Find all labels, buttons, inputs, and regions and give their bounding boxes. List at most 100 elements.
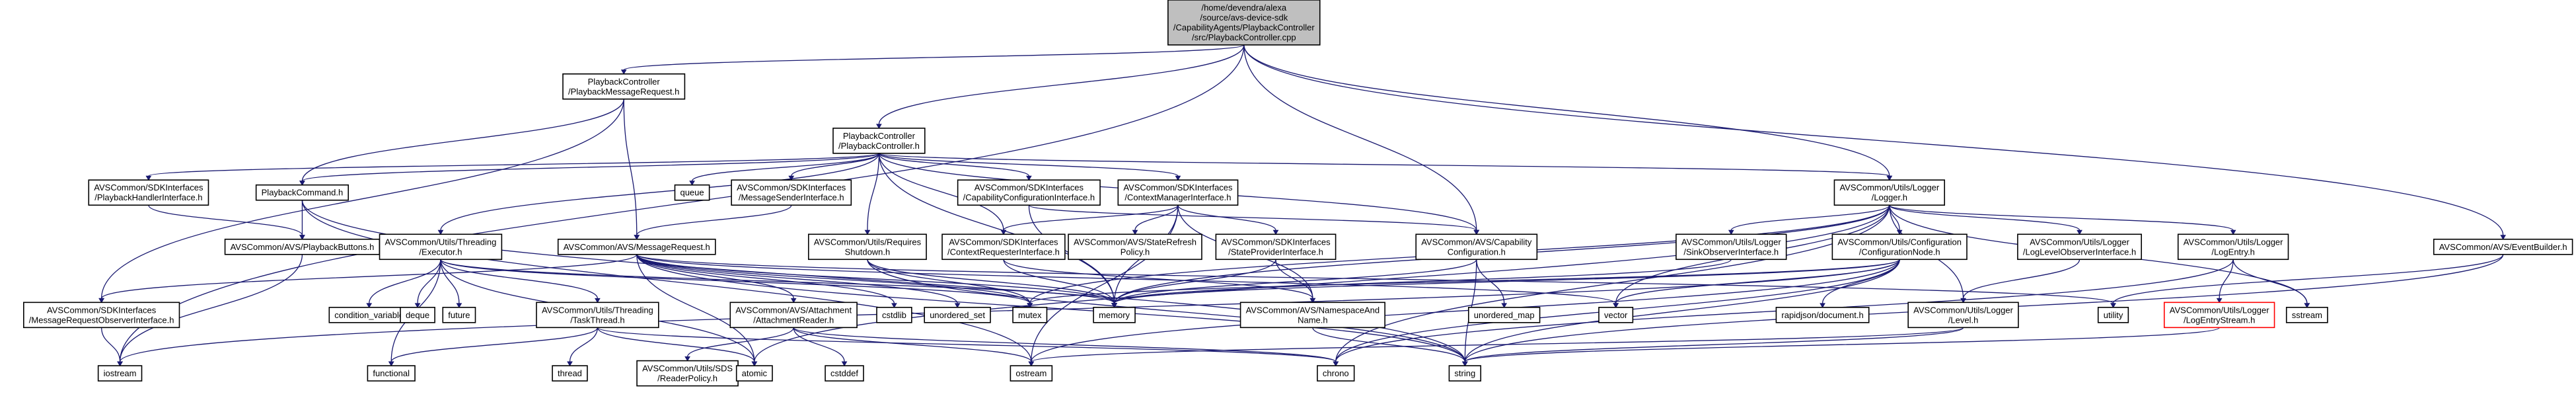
edge-arrowhead	[864, 229, 871, 235]
edge-arrowhead	[620, 69, 627, 75]
node-mutex: mutex	[1012, 307, 1048, 323]
node-memory: memory	[1093, 307, 1136, 323]
edge-mr-to-cstdlib	[636, 254, 895, 304]
node-label-line: AVSCommon/AVS/PlaybackButtons.h	[231, 242, 375, 252]
edge-arrowhead	[388, 361, 394, 367]
edge-tt-to-thread	[569, 327, 599, 362]
edge-logger-to-atomic	[754, 205, 1890, 362]
node-msi[interactable]: AVSCommon/SDKInterfaces/MessageSenderInt…	[731, 179, 852, 206]
node-cri[interactable]: AVSCommon/SDKInterfaces/ContextRequester…	[941, 233, 1066, 261]
node-level[interactable]: AVSCommon/Utils/Logger/Level.h	[1907, 302, 2019, 329]
node-box	[1448, 365, 1482, 382]
node-label-line: AVSCommon/Utils/Logger	[2030, 237, 2129, 247]
node-label-line: PlaybackCommand.h	[262, 188, 344, 198]
node-label-line: AVSCommon/AVS/Capability	[1421, 237, 1532, 247]
node-pmr[interactable]: PlaybackController/PlaybackMessageReques…	[562, 73, 686, 100]
node-label-line: AVSCommon/Utils/Configuration	[1837, 237, 1962, 247]
node-label-line: /source/avs-device-sdk	[1200, 13, 1288, 22]
edge-arrowhead	[117, 361, 123, 367]
node-label-line: AVSCommon/AVS/EventBuilder.h	[2439, 242, 2567, 252]
node-label-line: AVSCommon/SDKInterfaces	[1221, 237, 1331, 247]
node-cci[interactable]: AVSCommon/SDKInterfaces/CapabilityConfig…	[957, 179, 1101, 206]
edge-arrowhead	[2077, 229, 2082, 235]
node-label-line: PlaybackController	[588, 77, 661, 87]
edge-arrowhead	[1960, 298, 1966, 304]
edge-arrowhead	[1027, 303, 1033, 308]
node-box	[1907, 302, 2019, 329]
edge-mr-to-mroi	[100, 254, 638, 299]
edge-soi-to-memory	[1113, 259, 1732, 304]
node-label-line: sstream	[2292, 310, 2322, 320]
node-label-line: /Logger.h	[1872, 192, 1907, 202]
edge-pc-to-memory	[878, 153, 1115, 304]
edge-rs-to-memory	[867, 259, 1115, 304]
node-label-line: Configuration.h	[1448, 247, 1506, 257]
node-spi[interactable]: AVSCommon/SDKInterfaces/StateProviderInt…	[1215, 233, 1337, 261]
edge-arrowhead	[1473, 229, 1480, 235]
edge-pc-to-pcmd	[301, 153, 880, 182]
node-iostream: iostream	[97, 365, 143, 382]
edge-att-to-sds	[686, 327, 794, 357]
node-soi[interactable]: AVSCommon/Utils/Logger/SinkObserverInter…	[1675, 233, 1787, 261]
node-label-line: memory	[1099, 310, 1130, 320]
edge-cmi-to-srp	[1134, 205, 1179, 231]
edge-cfgnode-to-memory	[1113, 259, 1900, 304]
node-label-line: Policy.h	[1121, 247, 1150, 257]
node-box	[557, 238, 716, 255]
node-label-line: /Level.h	[1948, 315, 1979, 325]
node-box	[552, 365, 588, 382]
edge-nsn-to-string	[1312, 327, 1465, 362]
node-atomic: atomic	[735, 365, 773, 382]
node-eventb[interactable]: AVSCommon/AVS/EventBuilder.h	[2433, 238, 2573, 255]
node-phi[interactable]: AVSCommon/SDKInterfaces/PlaybackHandlerI…	[88, 179, 209, 206]
node-exec[interactable]: AVSCommon/Utils/Threading/Executor.h	[379, 233, 503, 261]
node-root[interactable]: /home/devendra/alexa/source/avs-device-s…	[1167, 0, 1321, 46]
node-pb[interactable]: AVSCommon/AVS/PlaybackButtons.h	[224, 238, 381, 255]
node-label-line: string	[1454, 368, 1475, 378]
edge-arrowhead	[299, 181, 305, 186]
node-pc[interactable]: PlaybackController/PlaybackController.h	[832, 128, 926, 154]
edge-level-to-string	[1464, 327, 1964, 362]
dependency-edges	[98, 44, 2507, 367]
edge-exec-to-mutex	[440, 259, 1031, 304]
edge-pmr-to-mroi	[100, 99, 624, 299]
node-box	[400, 307, 435, 323]
edge-arrowhead	[1886, 175, 1893, 181]
node-label-line: AVSCommon/Utils/Logger	[1839, 183, 1939, 192]
edge-tt-to-functional	[390, 327, 599, 362]
node-chrono: chrono	[1317, 365, 1355, 382]
node-tt[interactable]: AVSCommon/Utils/Threading/TaskThread.h	[536, 302, 659, 329]
edge-capcfg-to-umap	[1476, 259, 1505, 304]
node-logentry[interactable]: AVSCommon/Utils/Logger/LogEntry.h	[2177, 233, 2289, 261]
node-pcmd[interactable]: PlaybackCommand.h	[255, 184, 350, 201]
edge-spi-to-memory	[1113, 259, 1276, 304]
node-mr[interactable]: AVSCommon/AVS/MessageRequest.h	[557, 238, 716, 255]
edge-arrowhead	[891, 303, 897, 308]
node-lloi[interactable]: AVSCommon/Utils/Logger/LogLevelObserverI…	[2017, 233, 2142, 261]
node-sds[interactable]: AVSCommon/Utils/SDS/ReaderPolicy.h	[636, 360, 739, 387]
node-capcfg[interactable]: AVSCommon/AVS/CapabilityConfiguration.h	[1415, 233, 1538, 261]
node-label-line: AVSCommon/AVS/NamespaceAnd	[1246, 305, 1380, 315]
node-label-line: AVSCommon/AVS/Attachment	[735, 305, 852, 315]
node-cmi[interactable]: AVSCommon/SDKInterfaces/ContextManagerIn…	[1117, 179, 1239, 206]
edge-arrowhead	[634, 235, 640, 240]
node-mroi[interactable]: AVSCommon/SDKInterfaces/MessageRequestOb…	[23, 302, 180, 329]
node-box	[2177, 233, 2289, 261]
edge-cfgnode-to-ostream	[1031, 259, 1900, 362]
node-box	[1467, 307, 1541, 323]
node-label-line: cstddef	[830, 368, 858, 378]
node-box	[876, 307, 912, 323]
node-label-line: AVSCommon/Utils/SDS	[642, 364, 733, 374]
node-box	[2433, 238, 2573, 255]
node-cfgnode[interactable]: AVSCommon/Utils/Configuration/Configurat…	[1831, 233, 1968, 261]
node-box	[2017, 233, 2142, 261]
node-label-line: AVSCommon/Utils/Logger	[2184, 237, 2283, 247]
node-les[interactable]: AVSCommon/Utils/Logger/LogEntryStream.h	[2163, 302, 2275, 329]
node-label-line: ostream	[1015, 368, 1047, 378]
node-uset: unordered_set	[924, 307, 991, 323]
node-att[interactable]: AVSCommon/AVS/Attachment/AttachmentReade…	[729, 302, 858, 329]
node-logger[interactable]: AVSCommon/Utils/Logger/Logger.h	[1833, 179, 1946, 206]
